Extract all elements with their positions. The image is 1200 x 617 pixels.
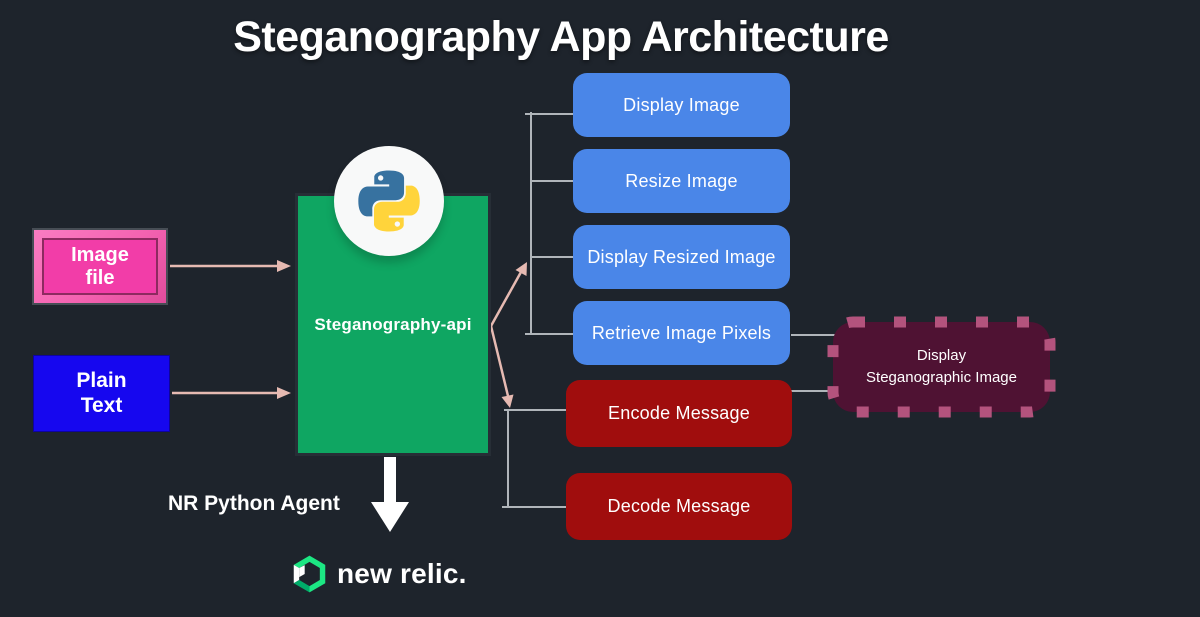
method-display-resized-image-label: Display Resized Image [587,246,776,267]
method-decode-message-label: Decode Message [607,496,751,516]
output-display-steganographic-image: Display Steganographic Image [833,322,1050,412]
input-plain-text-label: Plain Text [76,369,127,417]
output-box-shape [827,316,1056,418]
method-retrieve-image-pixels-label: Retrieve Image Pixels [591,322,772,343]
input-plain-text: Plain Text [33,355,170,432]
output-label: Display Steganographic Image [866,346,1017,387]
method-retrieve-image-pixels: Retrieve Image Pixels [573,301,790,365]
method-display-image-label: Display Image [623,94,740,115]
method-decode-message: Decode Message [566,473,792,540]
method-display-image: Display Image [573,73,790,137]
steganography-api-label: Steganography-api [314,314,472,334]
new-relic-logo: new relic. [292,554,467,594]
agent-down-arrow [371,457,409,532]
page-title: Steganography App Architecture [233,13,889,61]
method-encode-message-label: Encode Message [608,403,750,423]
nr-python-agent-label: NR Python Agent [168,492,340,515]
method-display-resized-image: Display Resized Image [573,225,790,289]
method-resize-image-label: Resize Image [625,170,738,191]
new-relic-mark-icon [293,555,326,593]
input-image-file-label: Image file [42,238,158,295]
python-logo-badge [334,146,444,256]
input-image-file: Image file [32,228,168,305]
new-relic-wordmark: new relic. [337,558,467,589]
python-logo-icon [358,170,420,232]
method-resize-image: Resize Image [573,149,790,213]
method-encode-message: Encode Message [566,380,792,447]
